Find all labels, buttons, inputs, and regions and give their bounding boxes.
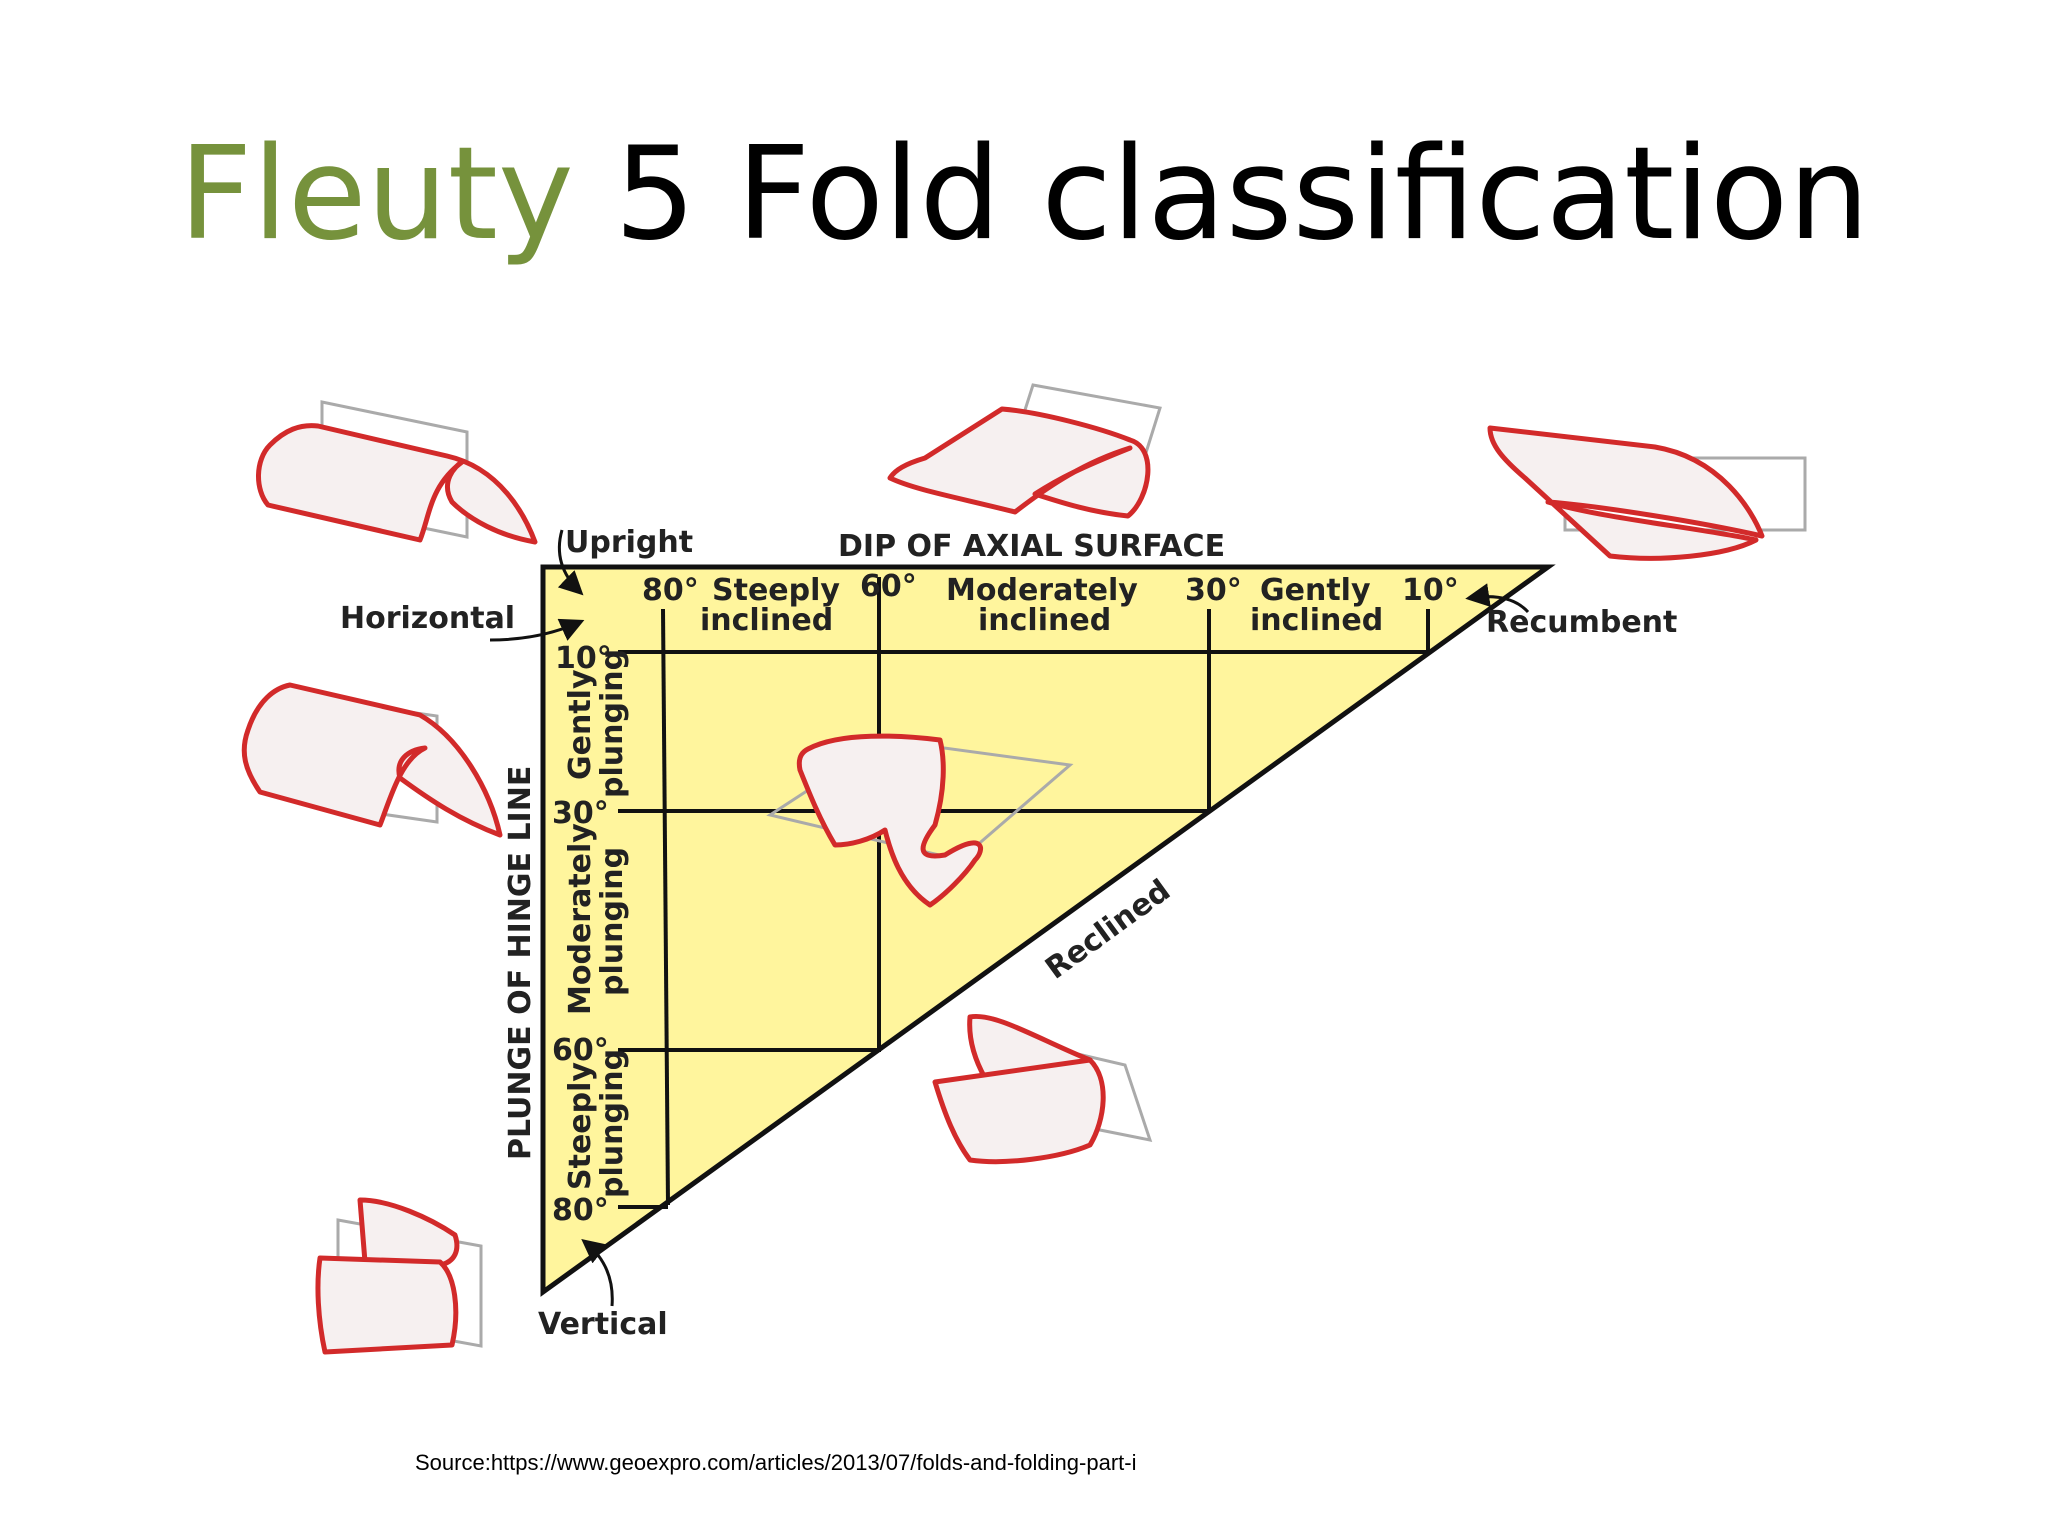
recumbent-arrow [1465,583,1530,614]
plunge-class-moderately-line2: plunging [595,847,630,996]
dip-class-steeply-line1: Steeply [712,573,840,608]
plunge-tick-60: 60° [552,1033,609,1068]
title-accent: Fleuty [178,120,574,269]
top-axis-title: DIP OF AXIAL SURFACE [838,529,1225,564]
plunge-class-gently-line2: plunging [595,649,630,798]
dip-class-gently-line1: Gently [1260,573,1371,608]
dip-tick-60: 60° [860,569,917,604]
slide-title: Fleuty 5 Fold classification [0,120,2048,270]
plunge-ticks: 10° 30° 60° 80° [552,641,612,1228]
plunge-class-steeply-line1: Steeply [563,1062,598,1190]
fold-vertical [315,1197,483,1355]
horizontal-arrow [489,618,585,642]
upright-label: Upright [565,525,693,560]
dip-class-labels: Steeply inclined Moderately inclined Gen… [700,573,1383,638]
fold-recumbent [1487,425,1807,561]
plunge-tick-10: 10° [555,641,612,676]
upright-arrow [557,529,584,596]
dip-tick-10: 10° [1402,573,1459,608]
fold-center-inclined-plunging [766,733,1074,908]
plunge-class-labels: Gently plunging Moderately plunging Stee… [563,649,630,1198]
plunge-tick-30: 30° [552,796,609,831]
plunge-class-gently-line1: Gently [563,669,598,780]
title-rest: 5 Fold classification [573,120,1870,269]
plunge-class-steeply-line2: plunging [595,1049,630,1198]
fold-upright-horizontal [256,400,538,545]
plunge-class-moderately-line1: Moderately [563,823,598,1015]
dip-tick-80: 80° [642,573,699,608]
recumbent-label: Recumbent [1486,605,1677,640]
classification-triangle [540,564,1556,1297]
fold-upright-gently-plunging [241,682,503,838]
plunge-tick-80: 80° [552,1193,609,1228]
left-axis-title: PLUNGE OF HINGE LINE [503,766,538,1160]
horizontal-label: Horizontal [340,601,515,636]
fold-reclined [932,1013,1153,1165]
dip-class-gently-line2: inclined [1250,603,1383,638]
source-note: Source:https://www.geoexpro.com/articles… [415,1450,1137,1475]
vertical-label: Vertical [538,1307,668,1342]
dip-class-moderately-line1: Moderately [946,573,1138,608]
grid-line-dip-80 [661,608,670,1206]
grid-lines [618,577,1430,1209]
dip-tick-30: 30° [1185,573,1242,608]
vertical-arrow [581,1238,614,1307]
dip-class-steeply-line2: inclined [700,603,833,638]
dip-ticks: 80° 60° 30° 10° [642,569,1459,608]
fold-steeply-inclined [887,383,1162,519]
dip-class-moderately-line2: inclined [978,603,1111,638]
